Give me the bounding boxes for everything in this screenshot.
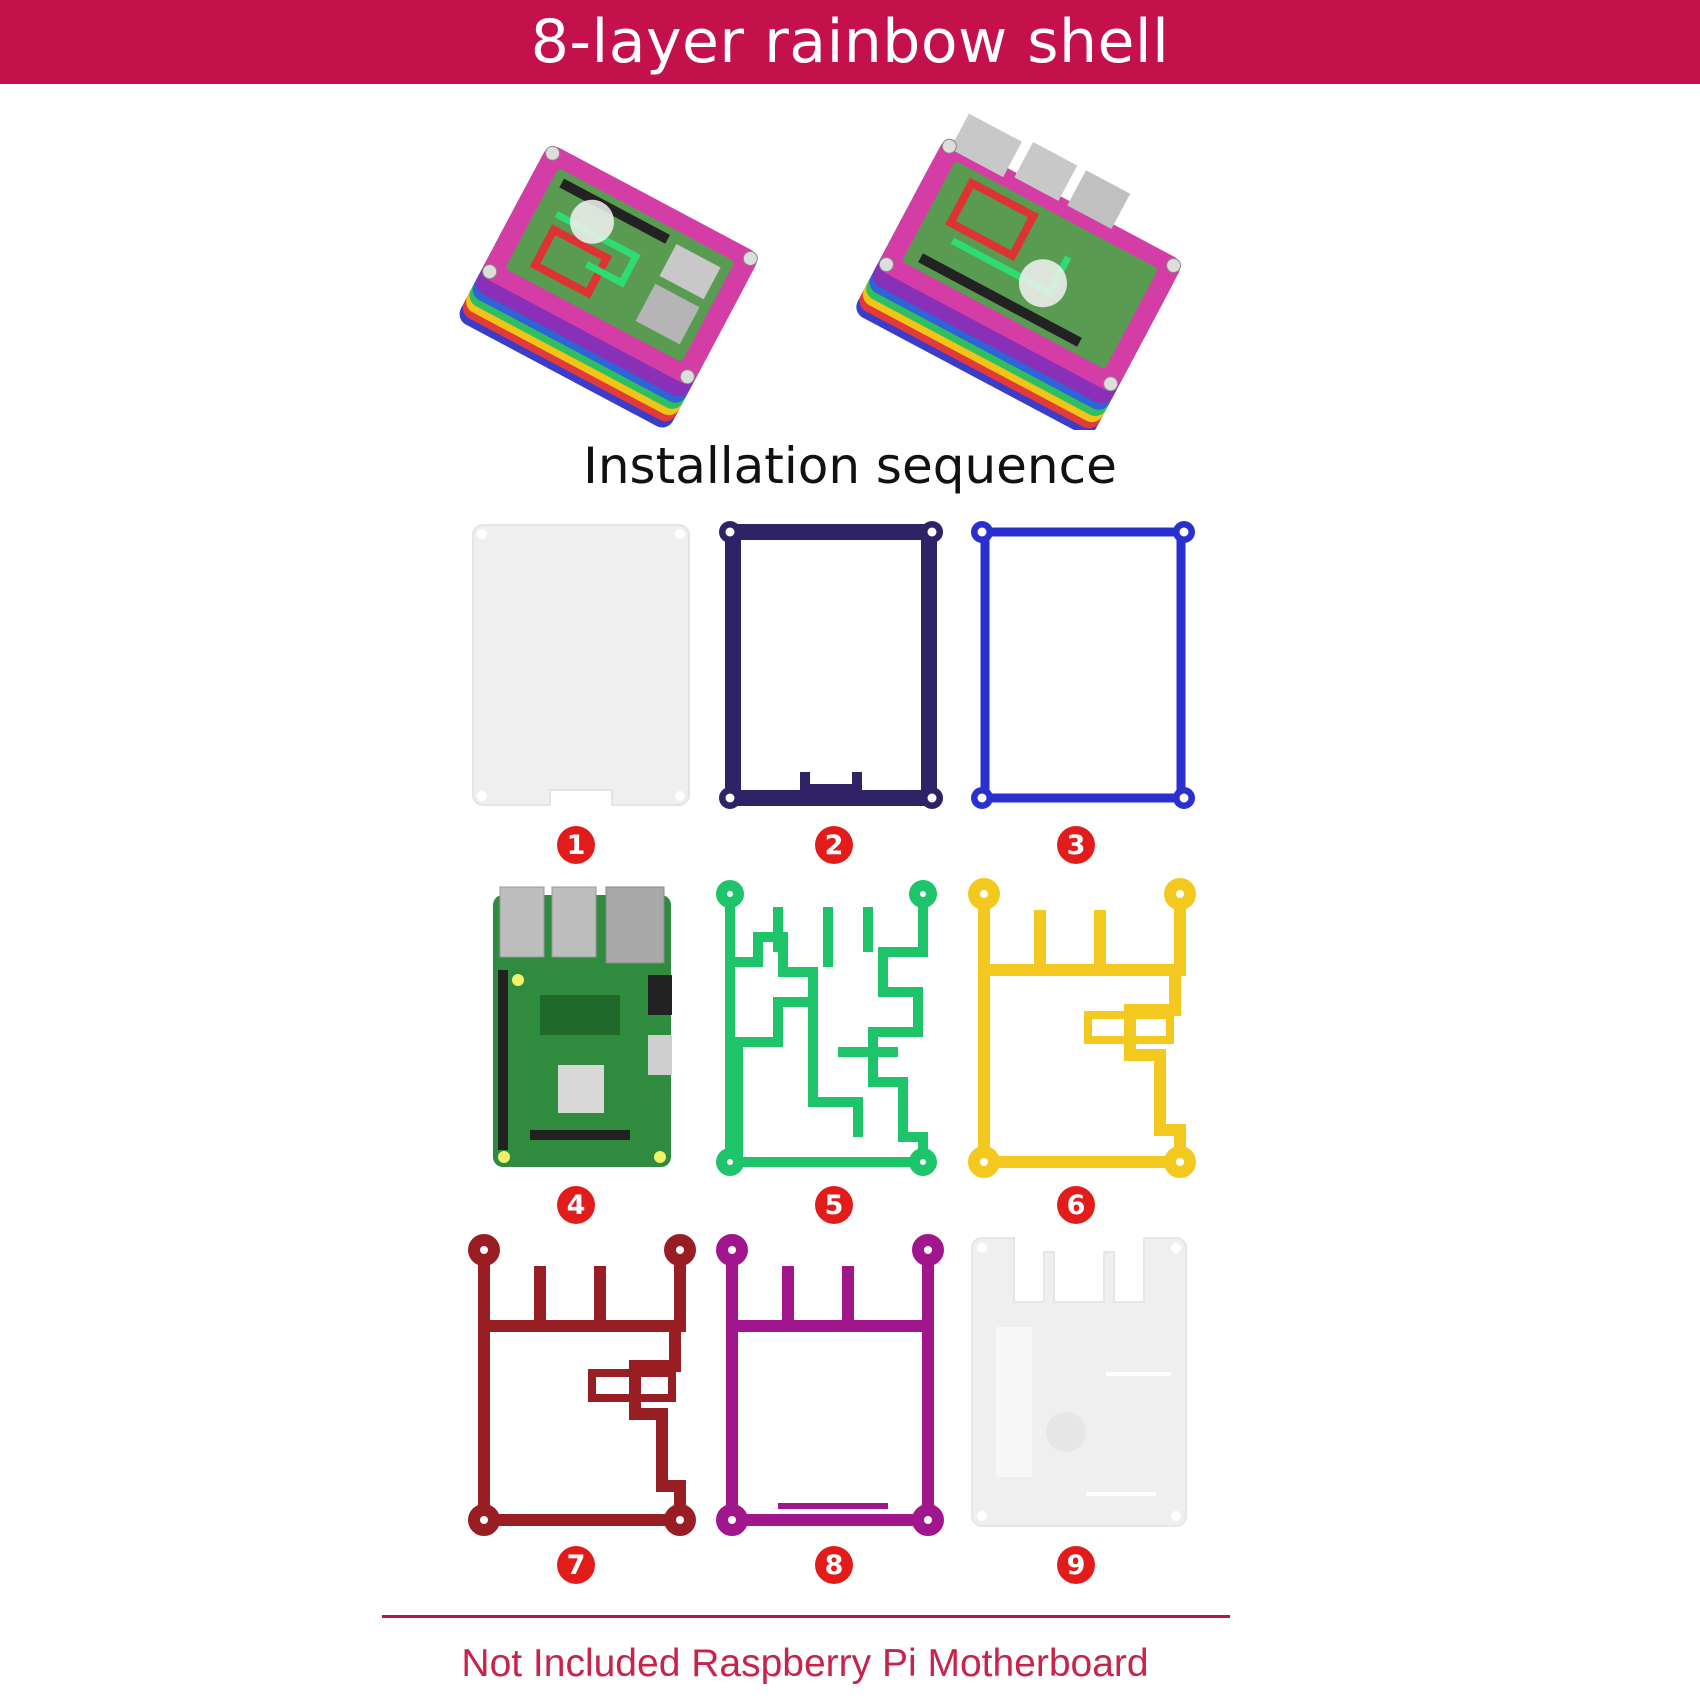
layer-9-clear-top-plate [966, 1232, 1192, 1532]
step-badge-9: 9 [1057, 1546, 1095, 1584]
step-badge-8: 8 [815, 1546, 853, 1584]
step-badge-4: 4 [557, 1186, 595, 1224]
installation-sequence-title: Installation sequence [583, 437, 1117, 495]
layer-3-blue-frame [970, 520, 1196, 810]
assembled-case-view-left [455, 100, 785, 430]
layer-8-magenta-frame [716, 1234, 944, 1536]
page-title: 8-layer rainbow shell [530, 7, 1170, 77]
header-bar: 8-layer rainbow shell [0, 0, 1700, 84]
step-badge-1: 1 [557, 826, 595, 864]
layer-5-green-frame [716, 880, 940, 1176]
assembled-case-view-right [840, 100, 1220, 430]
footer-note: Not Included Raspberry Pi Motherboard [461, 1642, 1149, 1685]
layer-6-yellow-frame [968, 878, 1196, 1178]
step-badge-3: 3 [1057, 826, 1095, 864]
layer-4-raspberry-pi-board [490, 885, 675, 1170]
step-badge-2: 2 [815, 826, 853, 864]
step-badge-7: 7 [557, 1546, 595, 1584]
footer-divider [382, 1615, 1230, 1618]
step-badge-6: 6 [1057, 1186, 1095, 1224]
layer-7-dark-red-frame [468, 1234, 696, 1536]
layer-2-dark-purple-frame [718, 520, 944, 810]
layer-1-clear-base-plate [468, 520, 694, 810]
step-badge-5: 5 [815, 1186, 853, 1224]
